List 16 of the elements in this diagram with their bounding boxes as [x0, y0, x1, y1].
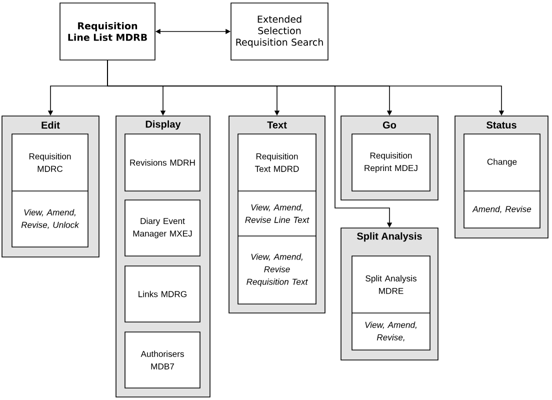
action-list: View, Amend, Revise,: [365, 322, 416, 342]
program-name: Authorisers MDB7: [140, 350, 184, 370]
program-name: Requisition Reprint MDEJ: [364, 152, 418, 173]
program-box: Requisition Line List MDRB: [60, 2, 156, 60]
action-list: View, Amend, Revise Line Text: [245, 204, 310, 223]
action-list: View, Amend, Revise Requisition Text: [246, 254, 308, 287]
action-list: Amend, Revise: [472, 206, 532, 214]
program-name: Revisions MDRH: [130, 159, 195, 166]
program-name: Change: [487, 158, 517, 167]
program-name: Diary Event Manager MXEJ: [133, 218, 192, 238]
action-list: View, Amend, Revise, Unlock: [21, 209, 80, 229]
program-name: Requisition MDRC: [29, 153, 71, 172]
program-box: Extended Selection Requisition Search: [230, 2, 328, 60]
program-name: Requisition Text MDRD: [254, 153, 299, 172]
program-name: Split Analysis MDRE: [366, 275, 416, 294]
program-name: Links MDRG: [138, 290, 186, 298]
